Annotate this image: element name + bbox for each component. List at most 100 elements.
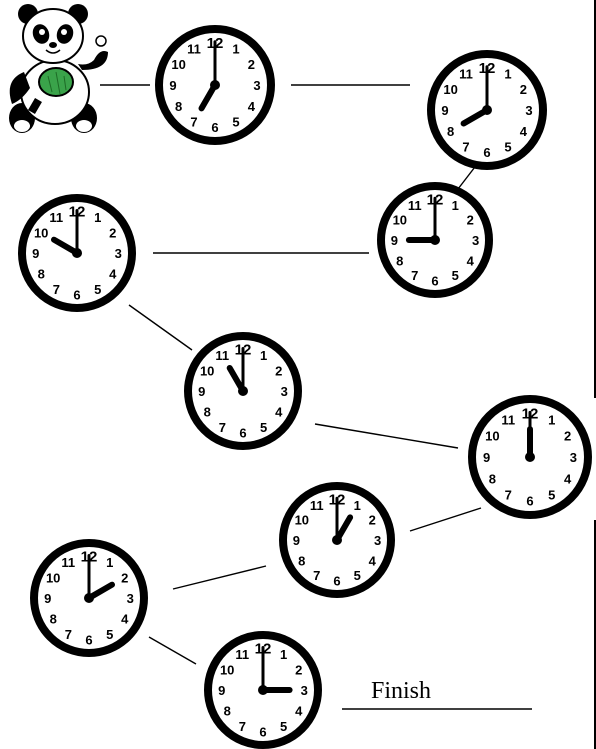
clock-numeral: 2 [121,570,128,585]
clock-numeral: 4 [520,124,528,139]
clock-numeral: 11 [310,498,324,513]
clock-numeral: 10 [220,662,234,677]
clock-numeral: 8 [175,99,182,114]
clock-hub [258,685,268,695]
clock-numeral: 3 [281,384,288,399]
clock-numeral: 6 [483,145,490,160]
clock-numeral: 10 [171,57,185,72]
clock-numeral: 2 [109,225,116,240]
clock-numeral: 4 [564,472,572,487]
clock-numeral: 5 [548,488,555,503]
clock-numeral: 10 [485,428,499,443]
clock-numeral: 7 [462,139,469,154]
page-border-line [594,520,596,749]
clock-numeral: 2 [520,82,527,97]
clock-numeral: 9 [44,591,51,606]
clock-numeral: 3 [374,533,381,548]
clock-numeral: 3 [570,450,577,465]
clock-face: 121234567891011 [18,194,136,312]
clock-numeral: 8 [489,472,496,487]
clock-numeral: 4 [121,612,129,627]
clock-face: 121234567891011 [204,631,322,749]
clock-hub [482,105,492,115]
clock-hub [72,248,82,258]
clock-numeral: 8 [224,704,231,719]
clock-numeral: 9 [391,233,398,248]
clock-numeral: 5 [452,268,459,283]
clock-numeral: 2 [564,428,571,443]
clock-numeral: 5 [106,627,113,642]
clock-numeral: 7 [239,719,246,734]
clock-numeral: 11 [187,42,201,57]
clock-numeral: 3 [472,233,479,248]
maze-path [100,84,532,710]
clock-numeral: 9 [483,450,490,465]
clock-numeral: 6 [431,274,438,289]
clock-numeral: 6 [526,493,533,508]
clock-numeral: 3 [253,78,260,93]
clock-numeral: 2 [369,513,376,528]
finish-label: Finish [371,678,432,704]
clock-numeral: 6 [259,724,266,739]
clock-numeral: 3 [525,103,532,118]
clock-numeral: 9 [441,103,448,118]
clock-numeral: 8 [396,253,403,268]
clock-numeral: 6 [211,120,218,135]
paddle-icon [28,67,74,115]
clock-numeral: 2 [295,662,302,677]
path-segment [172,565,267,590]
clock-numeral: 11 [408,198,422,213]
clock-numeral: 9 [32,246,39,261]
clock-numeral: 9 [169,78,176,93]
clock-numeral: 4 [295,704,303,719]
clock-numeral: 1 [260,348,267,363]
clock-numeral: 8 [38,267,45,282]
clock-numeral: 4 [369,553,377,568]
clock-numeral: 11 [61,555,75,570]
clock-hub [430,235,440,245]
clock-numeral: 5 [354,568,361,583]
clock-numeral: 3 [301,683,308,698]
clock-numeral: 5 [94,282,101,297]
clock-numeral: 9 [293,533,300,548]
clock-numeral: 11 [459,67,473,82]
clock-numeral: 6 [239,425,246,440]
panda-icon [9,4,108,133]
clock-hub [238,386,248,396]
clock-numeral: 7 [411,268,418,283]
clock-numeral: 8 [50,612,57,627]
clock-numeral: 6 [333,574,340,589]
clock-numeral: 8 [447,124,454,139]
clock-numeral: 7 [219,420,226,435]
clock-numeral: 6 [73,287,80,302]
clock-numeral: 1 [504,67,511,82]
clock-numeral: 4 [467,253,475,268]
clock-numeral: 1 [232,42,239,57]
clock-face: 121234567891011 [155,25,275,145]
clock-face: 121234567891011 [377,182,493,298]
clock-numeral: 4 [109,267,117,282]
clock-numeral: 1 [548,412,555,427]
path-segment [314,423,459,449]
clock-numeral: 1 [106,555,113,570]
clock-numeral: 7 [190,114,197,129]
clock-face: 121234567891011 [279,482,395,598]
clock-numeral: 8 [204,405,211,420]
clock-numeral: 3 [127,591,134,606]
clock-numeral: 4 [248,99,256,114]
clock-numeral: 1 [280,647,287,662]
clock-numeral: 5 [504,139,511,154]
clock-numeral: 5 [260,420,267,435]
clock-face: 121234567891011 [30,539,148,657]
clock-numeral: 2 [467,213,474,228]
clock-numeral: 4 [275,405,283,420]
clock-hub [332,535,342,545]
clock-numeral: 10 [34,225,48,240]
clock-numeral: 7 [313,568,320,583]
path-segment [148,636,197,665]
clock-numeral: 9 [218,683,225,698]
clock-numeral: 10 [46,570,60,585]
clock-hub [525,452,535,462]
clock-numeral: 5 [280,719,287,734]
